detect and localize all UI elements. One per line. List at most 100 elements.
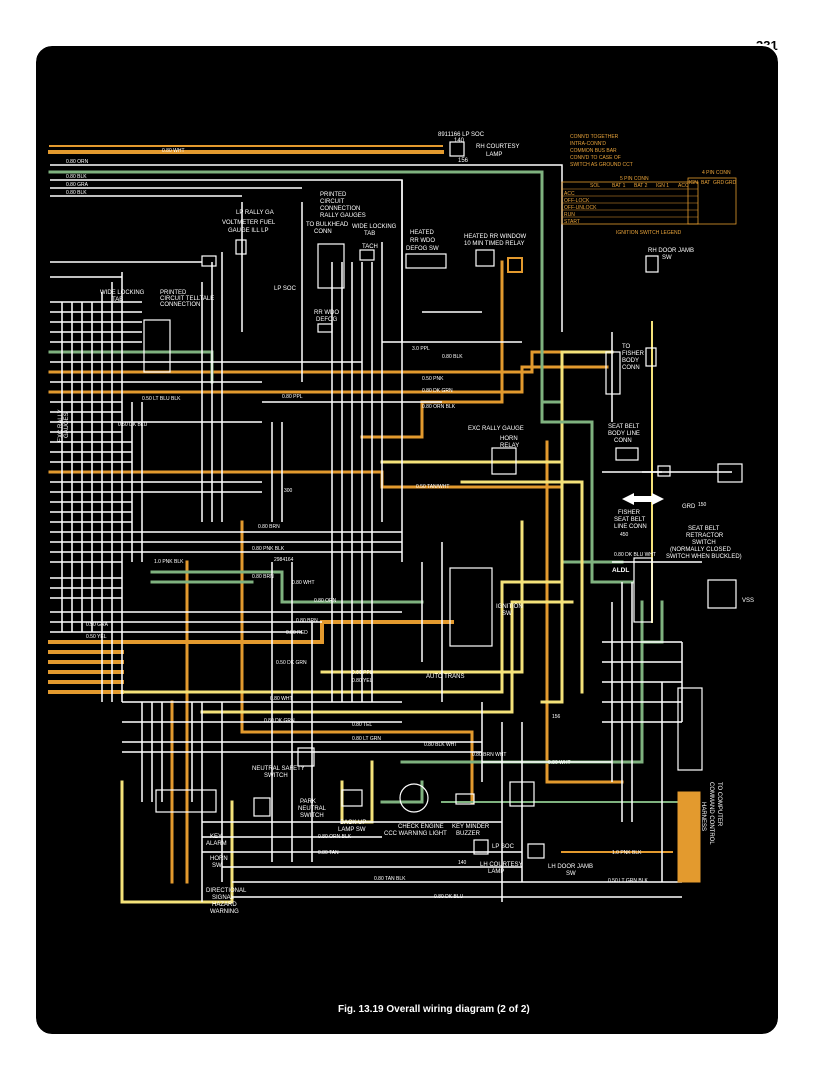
lbl-c450: 450 — [620, 532, 629, 538]
lbl-c150: 150 — [698, 502, 707, 508]
lbl-body-line: BODY LINE — [608, 431, 640, 437]
lbl-conn: CONN — [314, 229, 332, 235]
lbl-rr-wdo-defog: RR WDO — [314, 310, 339, 316]
wire-label-19: 0.80 WHT — [292, 580, 315, 586]
table-row-label: RUN — [564, 212, 575, 218]
lbl-defog: DEFOG — [316, 317, 338, 323]
wire-label-41: 0.80 DK BLU WHT — [614, 552, 656, 558]
legend-5: SWITCH AS GROUND CCT — [570, 162, 633, 168]
lbl-telltale-1: PRINTED — [160, 290, 187, 296]
wire-label-9: 0.80 DK GRN — [422, 388, 453, 394]
defog-sw-connector — [405, 253, 447, 269]
wire-label-36: 0.80 ORN BLK — [318, 834, 352, 840]
lbl-fisher2: FISHER — [618, 510, 641, 516]
lbl-lh-door-jamb: LH DOOR JAMB — [548, 864, 593, 870]
lbl-auto-trans: AUTO TRANS — [426, 674, 464, 680]
lbl-neutral: NEUTRAL — [298, 806, 327, 812]
connector-717 — [717, 463, 743, 483]
wire-label-16: 0.80 PNK BLK — [252, 546, 285, 552]
lbl-line-conn: LINE CONN — [614, 524, 647, 530]
lbl-rh-door-jamb: RH DOOR JAMB — [648, 248, 694, 254]
wire-label-6: 3.0 PPL — [412, 346, 430, 352]
wire-label-3: 0.80 BLK — [66, 174, 87, 180]
lbl-switch2: SWITCH — [300, 813, 324, 819]
lbl-lp-soc-mid: LP SOC — [274, 286, 297, 292]
connector-bottom-right — [509, 781, 535, 807]
wire-green-6 — [540, 300, 634, 584]
lbl-lamp: LAMP — [486, 152, 502, 158]
lbl-back-up: BACK UP — [340, 820, 366, 826]
table-row-label: START — [564, 219, 580, 225]
wire-label-24: 0.50 DK GRN — [276, 660, 307, 666]
harness-wires — [48, 145, 683, 904]
telltale-connector — [143, 319, 171, 373]
lh-courtesy-connector — [473, 839, 489, 855]
table-4pin-header: GRD — [713, 180, 725, 186]
lbl-rally-gauges: RALLY GAUGES — [320, 213, 366, 219]
wire-label-7: 0.80 BLK — [442, 354, 463, 360]
lbl-lamp2: LAMP — [488, 869, 504, 875]
check-engine-lamp — [399, 783, 429, 813]
legend-1: CONN'D TOGETHER — [570, 134, 619, 140]
lbl-conn2: CONN — [622, 365, 640, 371]
fisher-arrow — [622, 493, 664, 505]
lbl-heated-window: HEATED RR WINDOW — [464, 234, 527, 240]
wire-yellow-8 — [460, 480, 584, 694]
table-row-label: OFF-UNLOCK — [564, 205, 597, 211]
lbl-connection: CONNECTION — [320, 206, 360, 212]
lbl-seat-belt-1: SEAT BELT — [608, 424, 640, 430]
wire-label-15: 0.80 BRN — [258, 524, 280, 530]
fuse-block-connector — [155, 789, 217, 813]
lbl-circuit: CIRCUIT — [320, 199, 345, 205]
wire-green-2 — [150, 570, 424, 604]
rr-defog-connector — [317, 323, 333, 333]
connector-238 — [657, 465, 671, 477]
horn-relay-connector — [491, 447, 517, 475]
table-title-4pin: 4 PIN CONN — [702, 170, 731, 176]
lbl-harness: HARNESS — [700, 802, 706, 831]
wire-label-31: 0.80 BLK WHT — [424, 742, 457, 748]
lbl-conn3: CONN — [614, 438, 632, 444]
wire-label-10: 0.80 PPL — [282, 394, 303, 400]
lbl-horn-sw2: SW — [212, 863, 222, 869]
lbl-horn: HORN — [500, 436, 518, 442]
wire-yellow-7 — [340, 760, 374, 824]
table-row-label: OFF-LOCK — [564, 198, 590, 204]
lbl-lp-soc: 8911166 LP SOC — [438, 132, 485, 138]
lbl-rh-courtesy: RH COURTESY — [476, 144, 520, 150]
wire-label-18: 0.80 BRN — [252, 574, 274, 580]
lh-door-jamb-connector — [527, 843, 545, 859]
connectors — [143, 141, 743, 859]
wire-label-26: 0.80 YEL — [352, 678, 373, 684]
lbl-command-control: COMMAND CONTROL — [708, 782, 714, 845]
wire-label-29: 0.80 TEL — [352, 722, 372, 728]
wire-label-22: 0.80 RED — [286, 630, 308, 636]
lbl-retractor-1: SEAT BELT — [688, 526, 720, 532]
lbl-key-minder: KEY MINDER — [452, 824, 490, 830]
fisher-body-connector — [605, 351, 621, 395]
legend-3: COMMON BUS BAR — [570, 148, 617, 154]
lbl-telltale-3: CONNECTION — [160, 302, 200, 308]
lbl-park: PARK — [300, 799, 316, 805]
lbl-timed-relay: 10 MIN TIMED RELAY — [464, 241, 524, 247]
lbl-telltale-2: CIRCUIT TELLTALE — [160, 296, 214, 302]
lbl-voltmeter: VOLTMETER FUEL — [222, 220, 276, 226]
wire-label-2: 0.80 ORN — [66, 159, 89, 165]
wiring-diagram: 8911166 LP SOC RH COURTESY LAMP 156 140 … — [48, 132, 754, 915]
lbl-warning: WARNING — [210, 909, 239, 915]
lbl-retractor-2: RETRACTOR — [686, 533, 724, 539]
lbl-check-engine: CHECK ENGINE — [398, 824, 444, 830]
lbl-alarm: ALARM — [206, 841, 227, 847]
ignition-sw-box — [449, 567, 493, 647]
lbl-c156: 156 — [552, 714, 561, 720]
white-wires — [50, 164, 732, 902]
lbl-horn-sw: HORN — [210, 856, 228, 862]
table-5pin-header: BAT 2 — [634, 183, 648, 189]
lbl-signal: SIGNAL — [212, 895, 235, 901]
lbl-relay: RELAY — [500, 443, 519, 449]
wire-yellow-4 — [320, 520, 524, 674]
gauge-connector — [235, 239, 247, 255]
legend-4: CONN'D TO CASE OF — [570, 155, 621, 161]
wire-label-23: 0.80 BRN — [296, 618, 318, 624]
